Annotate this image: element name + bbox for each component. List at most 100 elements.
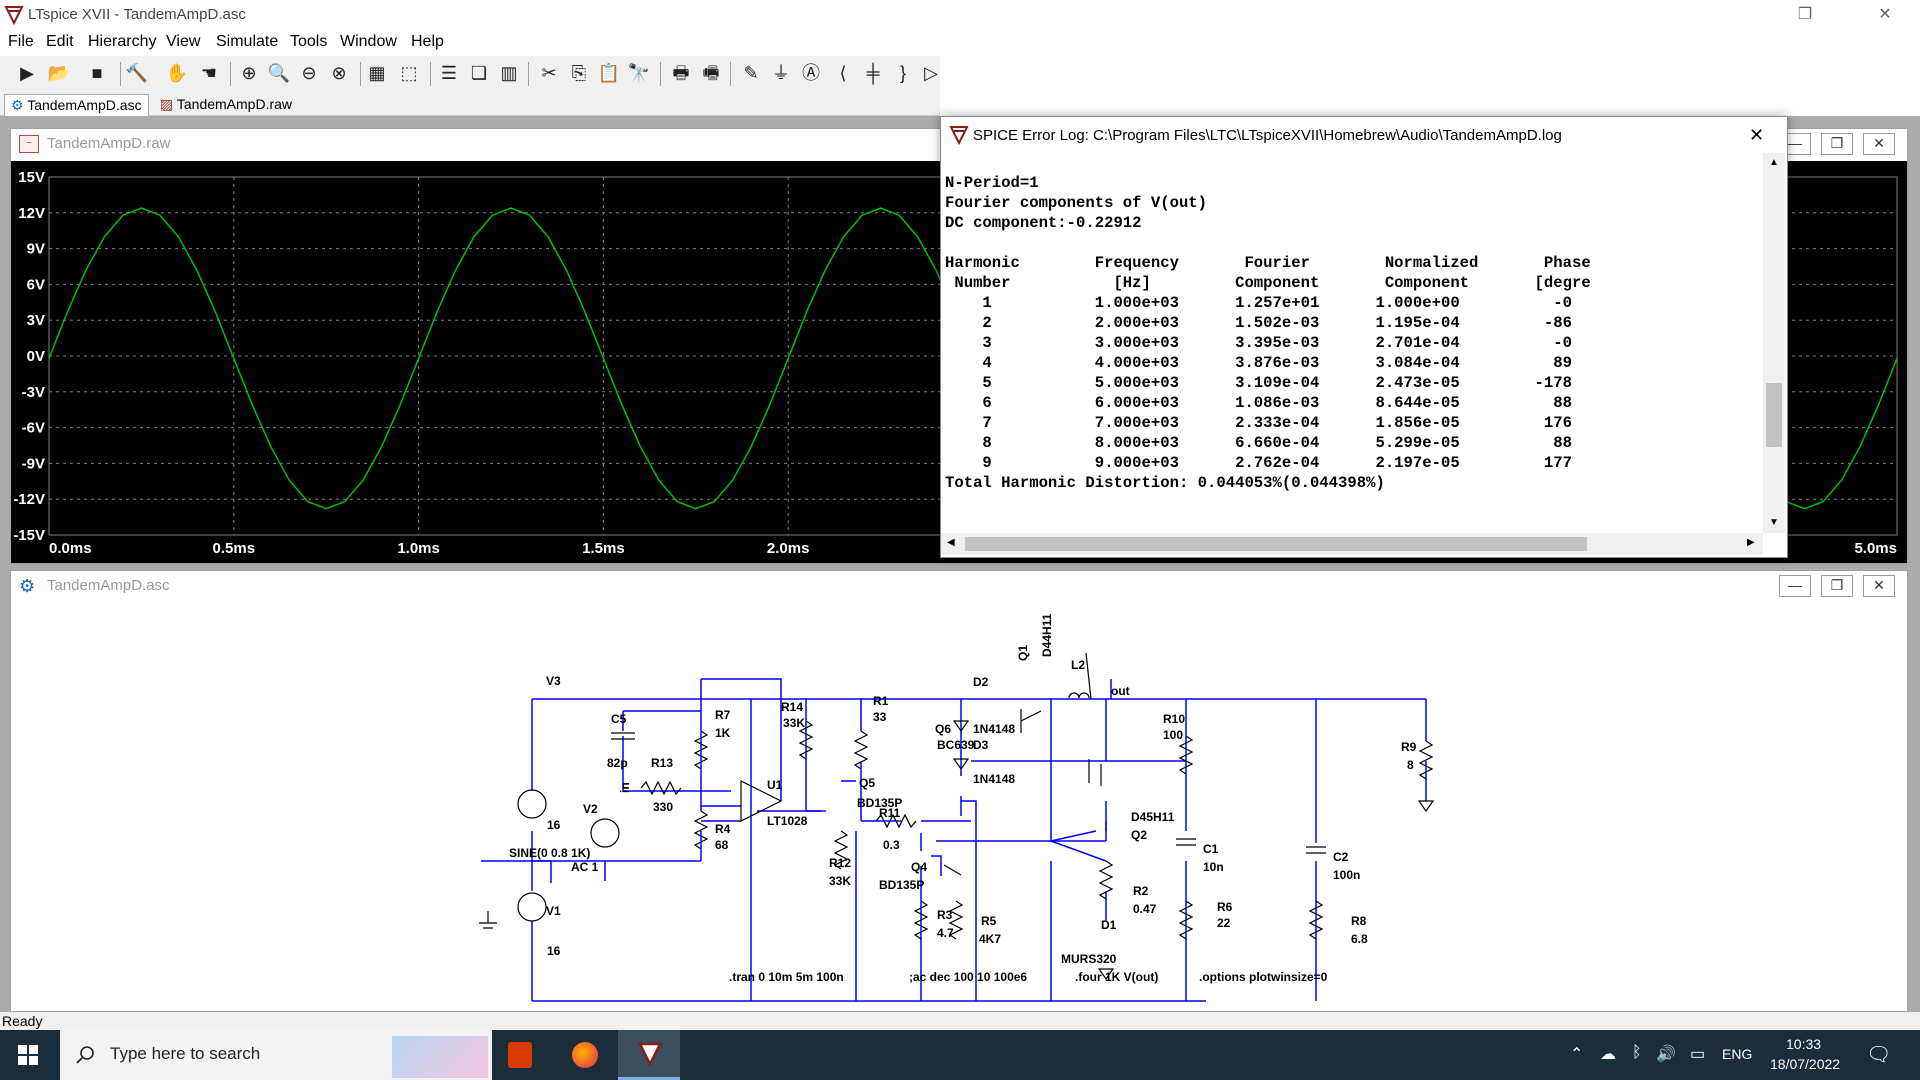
log-vertical-scrollbar[interactable]: ▲ ▼: [1763, 153, 1785, 533]
label-r1: R1: [873, 694, 889, 708]
scroll-right-icon[interactable]: ▶: [1747, 537, 1755, 548]
y-tick-label: -9V: [22, 455, 45, 472]
restore-icon[interactable]: ❐: [1797, 6, 1813, 23]
y-tick-label: 0V: [27, 348, 45, 365]
tab-waveform[interactable]: ▨ TandemAmpD.raw: [154, 94, 298, 116]
print-icon[interactable]: 🖶: [672, 63, 690, 83]
tab-schematic[interactable]: ⚙ TandemAmpD.asc: [4, 94, 149, 116]
menu-window[interactable]: Window: [340, 33, 397, 50]
clock-date[interactable]: 18/07/2022: [1770, 1056, 1841, 1072]
find-icon[interactable]: 🔭: [627, 63, 651, 83]
tile-horizontal-icon[interactable]: ☰: [440, 63, 458, 83]
menu-help[interactable]: Help: [411, 33, 444, 50]
log-close-icon[interactable]: ✕: [1749, 125, 1765, 145]
ground-icon[interactable]: ⏚: [772, 63, 790, 83]
label-r7-value: 1K: [715, 726, 731, 740]
document-tabs: ⚙ TandemAmpD.asc ▨ TandemAmpD.raw: [0, 92, 940, 116]
zoom-out-icon[interactable]: ⊖: [301, 63, 317, 83]
zoom-in-icon[interactable]: ⊕: [241, 63, 257, 83]
menu-view[interactable]: View: [166, 33, 201, 50]
scroll-left-icon[interactable]: ◀: [947, 537, 955, 548]
show-hidden-icons-icon[interactable]: ⌃: [1570, 1046, 1584, 1063]
battery-icon[interactable]: ▭: [1690, 1046, 1706, 1063]
cascade-icon[interactable]: ❏: [470, 63, 488, 83]
bluetooth-icon[interactable]: ᛒ: [1632, 1044, 1642, 1061]
clock-time[interactable]: 10:33: [1786, 1036, 1822, 1052]
onedrive-icon[interactable]: ☁: [1600, 1046, 1616, 1063]
x-tick-label: 0.5ms: [213, 540, 256, 557]
label-icon[interactable]: Ⓐ: [802, 63, 820, 83]
label-r14: R14: [781, 700, 803, 714]
schematic-wires: [481, 678, 1427, 1002]
x-tick-label: 1.5ms: [582, 540, 625, 557]
pan-icon[interactable]: ☚: [200, 63, 218, 83]
windows-start-icon[interactable]: [18, 1045, 38, 1065]
save-icon[interactable]: ■: [91, 63, 103, 83]
inductor-icon[interactable]: }: [899, 63, 906, 83]
label-r7: R7: [715, 708, 731, 722]
menu-edit[interactable]: Edit: [46, 33, 74, 50]
label-r8: R8: [1351, 914, 1367, 928]
scroll-thumb[interactable]: [1766, 383, 1782, 447]
zoom-area-icon[interactable]: 🔍: [267, 63, 291, 83]
label-q6-part: BC639: [937, 738, 975, 752]
label-v2: V2: [583, 802, 598, 816]
resistor-icon[interactable]: ⟨: [839, 63, 847, 83]
capacitor-icon[interactable]: ╪: [866, 63, 880, 83]
halt-icon[interactable]: ✋: [165, 63, 189, 83]
ltspice-taskbar-button[interactable]: [618, 1030, 680, 1080]
y-tick-label: 3V: [27, 312, 45, 329]
taskbar-search-box[interactable]: Type here to search: [60, 1030, 492, 1080]
menu-simulate[interactable]: Simulate: [216, 33, 279, 50]
label-in: in: [618, 782, 632, 793]
log-line: DC component:-0.22912: [945, 214, 1142, 232]
maximize-button[interactable]: ❐: [1821, 133, 1853, 155]
toolbar-separator: [730, 62, 731, 86]
wire-icon[interactable]: ✎: [743, 63, 759, 83]
menu-tools[interactable]: Tools: [290, 33, 328, 50]
schematic-icon: ⚙: [11, 97, 24, 113]
close-button[interactable]: ✕: [1863, 133, 1895, 155]
log-horizontal-scrollbar[interactable]: ◀ ▶: [941, 533, 1763, 555]
grid-icon[interactable]: ▦: [368, 63, 386, 83]
close-icon[interactable]: ✕: [1878, 6, 1892, 23]
waveform-file-icon: ▨: [160, 96, 174, 112]
label-r6: R6: [1217, 900, 1233, 914]
log-line: 6 6.000e+03 1.086e-03 8.644e-05 88: [945, 394, 1572, 412]
scroll-up-icon[interactable]: ▲: [1769, 157, 1779, 168]
close-button[interactable]: ✕: [1863, 575, 1895, 597]
tile-vertical-icon[interactable]: ▥: [500, 63, 518, 83]
menu-file[interactable]: File: [8, 33, 34, 50]
toolbar-separator: [660, 62, 661, 86]
autorange-icon[interactable]: ⬚: [400, 63, 418, 83]
notifications-icon[interactable]: 🗨: [1866, 1044, 1892, 1066]
menu-bar: File Edit Hierarchy View Simulate Tools …: [0, 30, 1920, 54]
print-preview-icon[interactable]: 🖷: [702, 63, 720, 83]
directive-four: .four 1K V(out): [1075, 970, 1158, 984]
control-panel-icon[interactable]: 🔨: [125, 63, 149, 83]
office-app-icon[interactable]: [508, 1042, 532, 1068]
minimize-button[interactable]: —: [1779, 575, 1811, 597]
volume-icon[interactable]: 🔊: [1656, 1046, 1676, 1063]
run-icon[interactable]: ▶: [20, 63, 34, 83]
maximize-button[interactable]: ❐: [1821, 575, 1853, 597]
scroll-thumb-horizontal[interactable]: [965, 537, 1587, 551]
copy-icon[interactable]: ⎘: [571, 63, 587, 83]
log-titlebar: SPICE Error Log: C:\Program Files\LTC\LT…: [941, 117, 1787, 153]
diode-icon[interactable]: ▷: [924, 63, 938, 83]
schematic-canvas[interactable]: V3 16 C5 82p R7 1K R13 330 R14 33K R1 33…: [11, 571, 1907, 1011]
zoom-fit-icon[interactable]: ⊗: [331, 63, 347, 83]
cut-icon[interactable]: ✂: [541, 63, 557, 83]
open-icon[interactable]: 📂: [47, 63, 71, 83]
language-indicator[interactable]: ENG: [1722, 1046, 1753, 1062]
label-d1-part: MURS320: [1061, 952, 1117, 966]
scroll-down-icon[interactable]: ▼: [1769, 517, 1779, 528]
firefox-app-icon[interactable]: [572, 1042, 598, 1068]
label-c2: C2: [1333, 850, 1349, 864]
x-tick-label: 2.0ms: [767, 540, 810, 557]
paste-icon[interactable]: 📋: [597, 63, 621, 83]
label-c5: C5: [611, 712, 627, 726]
menu-hierarchy[interactable]: Hierarchy: [88, 33, 157, 50]
label-u1: U1: [767, 778, 783, 792]
